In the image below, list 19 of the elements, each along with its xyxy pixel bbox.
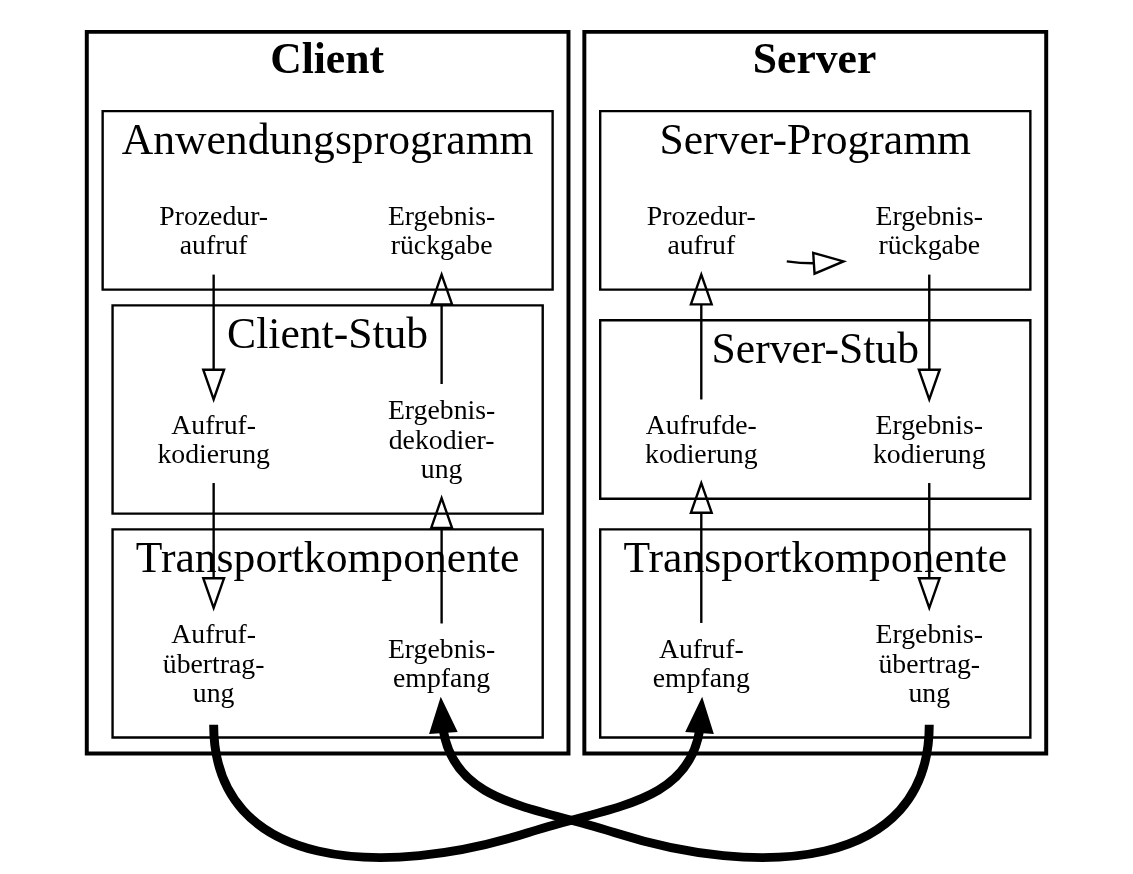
arrow <box>429 271 454 384</box>
arrow <box>917 274 942 404</box>
node-text: Ergebnis- empfang <box>387 632 496 694</box>
node-text: Aufruf- empfang <box>652 632 750 694</box>
node-text: Aufrufde- kodierung <box>645 408 758 470</box>
arrow <box>786 251 848 276</box>
node-text: Ergebnis- kodierung <box>872 408 986 470</box>
node-text: Ergebnis- übertrag- ung <box>875 617 983 709</box>
node-text: Ergebnis- rückgabe <box>875 199 983 261</box>
node-text: Ergebnis- dekodier- ung <box>387 393 496 485</box>
node-text: Ergebnis- rückgabe <box>387 199 496 261</box>
node-text: Prozedur- aufruf <box>159 199 269 261</box>
node-text: Aufruf- kodierung <box>157 408 270 470</box>
arrow <box>201 274 226 404</box>
arrow <box>689 271 714 400</box>
arrow <box>429 696 934 862</box>
node-text: Aufruf- übertrag- ung <box>162 617 265 709</box>
arrow <box>209 696 714 862</box>
node-text: Prozedur- aufruf <box>646 199 756 261</box>
